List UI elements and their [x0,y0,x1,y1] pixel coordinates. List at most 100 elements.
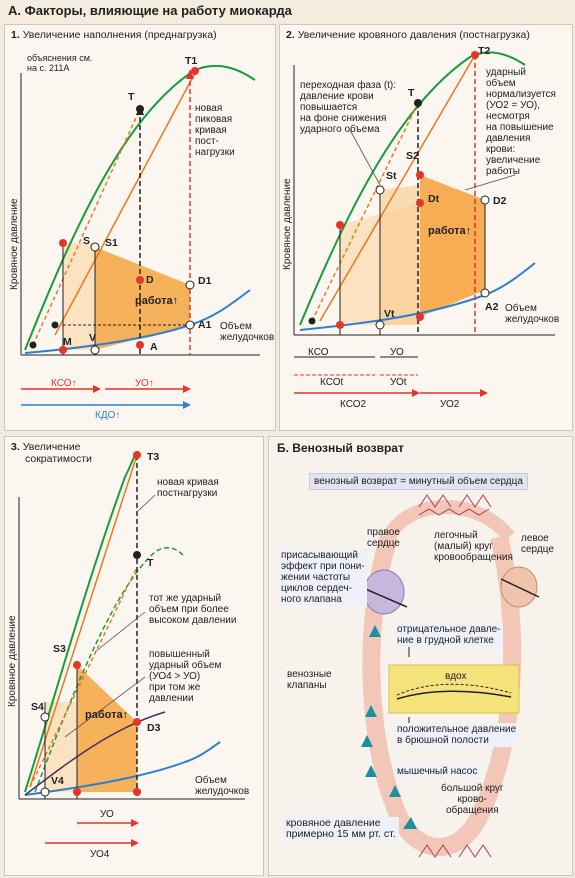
panel2-note-right-10: работы [486,166,520,177]
panel2-ylabel: Кровяное давление [282,178,293,270]
pulmonary-l1: легочный [434,530,478,541]
panel3-dot-V4 [40,787,50,797]
suction-l3: жении частоты [281,572,351,583]
panel1-label-A: A [150,341,158,353]
inhale-wave-dashed [396,683,512,696]
panel1-label-T1: T1 [185,55,198,67]
panel2-note-right-1: ударный [486,67,526,78]
panel1-dot-origin [29,341,37,349]
panel2-arrow-kso2: КСО2 [340,399,367,410]
panel3-light-area [45,702,77,792]
panel1-graph [20,64,260,409]
venous-valves-label: венозные клапаны [287,669,332,691]
panel1-arrowhead-T1 [186,69,194,79]
inhale-label: вдох [445,671,467,682]
panel2-note-right-3: нормализуется [486,89,556,100]
panel1-title-text: Увеличение наполнения (преднагрузка) [22,29,217,41]
panel3-arrow-uo: УО [100,809,114,820]
panel3-note2-5: давлении [149,693,194,704]
panel1-dot-2 [51,321,59,329]
panel1-dot-D [136,276,144,284]
panel1-arrow-kdo-head [183,401,191,409]
suction-l1: присасывающий [281,550,358,561]
pulmonary-capillaries [418,494,492,516]
panel2-note-right-6: на повышение [486,122,554,133]
panel2-orange-line-1 [311,102,419,322]
panel3-arrow-uo-head [131,819,139,827]
suction-l2: эффект при пони- [281,561,365,572]
panel1-xlabel-l2: желудочков [220,332,275,343]
panel2-peak-curve [299,51,526,326]
panel1-curve-label-4: пост- [195,136,219,147]
panel3-title-l2: сократимости [25,453,92,465]
panel1-label-M: M [63,336,72,348]
panel3-xlabel-l2: желудочков [195,786,250,797]
inhale-wave [396,690,512,700]
panel3-curve-label-1: новая кривая [157,477,219,488]
panel1-dot-S [59,239,67,247]
bp-label: кровяное давление примерно 15 мм рт. ст. [283,817,399,841]
panel2-dot-4 [308,317,316,325]
panel2-arrow-kso: КСО [308,347,329,358]
panel2-orange-line-2 [319,54,476,322]
pos-pressure-l1: положительное давление [397,724,517,735]
systemic-capillaries [418,844,492,858]
panel2-arrow-kso2-head [412,389,420,397]
panel1-label-S1: S1 [105,237,118,249]
panel3-leader-2 [94,611,146,653]
panel1-filling-curve [24,289,251,354]
panel2-dot-S2 [416,171,424,179]
panel2-dot-A2 [480,288,490,298]
panel2-note-right-4: (УО2 = УО), [486,100,540,111]
pulmonary-l2: (малый) круг [434,541,493,552]
pulmonary-l3: кровообращения [434,552,513,563]
panel3-dot-T3 [133,451,141,459]
panel2-dot-D2 [480,195,490,205]
panel3-work-label: работа↑ [85,709,129,721]
panel2-arrow-uo2-head [480,389,488,397]
suction-l4: циклов сердеч- [281,583,352,594]
panel2-graph [293,51,555,397]
panel3-arrow-uo4-head [131,839,139,847]
panel3-orange-line-2 [29,566,138,788]
panel3-note1-3: высоком давлении [149,615,237,626]
panel1-title: 1. Увеличение наполнения (преднагрузка) [11,29,217,41]
suction-label: присасывающий эффект при пони- жении час… [279,549,367,606]
bp-l2: примерно 15 мм рт. ст. [286,828,396,840]
panel2-leader-2 [464,174,516,191]
panel1-label-D: D [146,274,154,286]
neg-pressure-l2: ние в грудной клетке [397,635,494,646]
panel2-label-A2: A2 [485,301,499,313]
panel2-label-Vt: Vt [384,308,395,320]
panel3-label-V4: V4 [51,775,64,787]
panel1-curve-label-2: пиковая [195,114,233,125]
panel3-work-area [77,665,137,792]
panel3-note2-1: повышенный [149,649,210,660]
panel1-arrow-kso-head [93,385,101,393]
panel3-dot-D3 [133,718,141,726]
panel2-note-left-5: ударного объема [300,124,380,135]
panel3-xlabel-l1: Объем [195,775,227,786]
panel2-title-num: 2. [286,29,295,41]
right-heart-label: правое сердце [367,527,400,549]
panel2-note-left: переходная фаза (t): давление крови повы… [300,80,396,135]
panel3-note2: повышенный ударный объем (УО4 > УО) при … [149,649,221,704]
big-circulation-l2: крово- [457,794,488,805]
panel3-dot-T [133,551,141,559]
panel1-label-V: V [89,332,97,344]
panel2-note-right-7: давления [486,133,531,144]
panel2-note-right-2: объем [486,78,516,89]
panel2-work-area [420,175,485,317]
panel2-filling-curve [299,262,536,331]
panel3-note1-2: объем при более [149,604,229,615]
panel1-curve-label-3: кривая [195,125,227,136]
right-heart-l1: правое [367,527,400,538]
venous-banner: венозный возврат = минутный объем сердца [309,473,528,490]
left-heart-l1: левое [521,533,549,544]
left-heart-l2: сердце [521,544,554,555]
right-heart-shape [363,569,405,615]
panel2-note-left-3: повышается [300,102,358,113]
big-circulation-l3: обращения [445,805,499,816]
panel2-title: 2. Увеличение кровяного давления (постна… [286,29,530,41]
